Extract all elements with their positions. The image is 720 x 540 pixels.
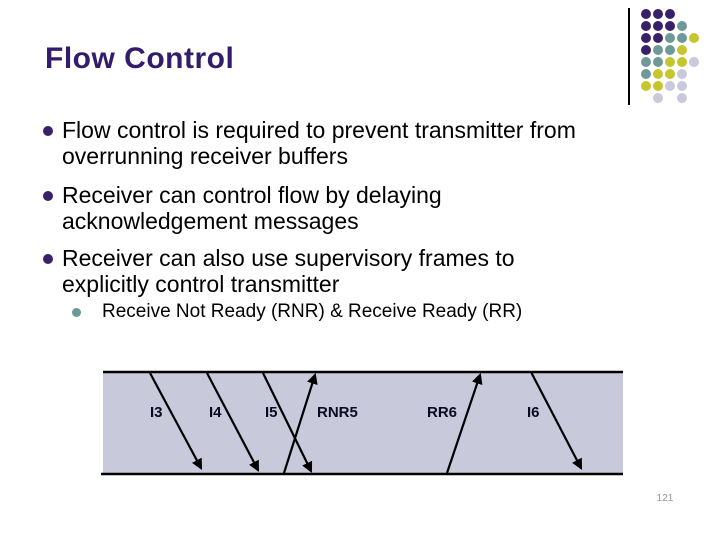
bullet-line: overrunning receiver buffers xyxy=(62,143,348,169)
page-title: Flow Control xyxy=(45,42,235,75)
bullet-text: Flow control is required to prevent tran… xyxy=(62,117,576,169)
logo-dot xyxy=(653,9,663,19)
logo-dot xyxy=(641,57,651,67)
frame-arrow-i5 xyxy=(262,372,313,473)
logo-dot xyxy=(653,81,663,91)
bullet-item: Receiver can also use supervisory frames… xyxy=(43,245,515,297)
logo-dot xyxy=(653,21,663,31)
bullet-item: Flow control is required to prevent tran… xyxy=(43,117,576,169)
dots-logo xyxy=(641,9,703,107)
page-number: 121 xyxy=(656,493,674,504)
logo-dot xyxy=(641,81,651,91)
logo-dot xyxy=(653,57,663,67)
sub-bullet-item: Receive Not Ready (RNR) & Receive Ready … xyxy=(72,301,522,323)
frame-label-rr6: RR6 xyxy=(427,404,458,421)
frame-arrow-rnr5 xyxy=(282,372,318,474)
logo-dot xyxy=(665,69,675,79)
logo-dot xyxy=(677,45,687,55)
bullet-line: Receiver can control flow by delaying xyxy=(62,182,442,208)
logo-dot xyxy=(689,57,699,67)
logo-dot xyxy=(665,57,675,67)
sub-bullet-icon xyxy=(72,308,81,317)
bullet-text: Receiver can also use supervisory frames… xyxy=(62,245,515,297)
bullet-icon xyxy=(43,254,53,264)
sub-bullet-text: Receive Not Ready (RNR) & Receive Ready … xyxy=(102,301,523,322)
bullet-icon xyxy=(43,191,53,201)
frame-label-i4: I4 xyxy=(209,404,222,421)
bullet-line: acknowledgement messages xyxy=(62,208,359,234)
logo-dot xyxy=(641,69,651,79)
frame-label-i6: I6 xyxy=(527,404,540,421)
logo-dot xyxy=(641,9,651,19)
bullet-line: Receiver can also use supervisory frames… xyxy=(62,245,515,271)
logo-dot xyxy=(677,81,687,91)
bullet-text: Receiver can control flow by delaying ac… xyxy=(62,182,442,234)
logo-dot xyxy=(653,45,663,55)
frame-label-rnr5: RNR5 xyxy=(317,404,358,421)
bullet-icon xyxy=(43,126,53,136)
logo-dot xyxy=(677,57,687,67)
logo-divider-line xyxy=(628,8,630,105)
frame-arrow-rr6 xyxy=(445,372,483,474)
logo-dot xyxy=(653,69,663,79)
logo-dot xyxy=(677,33,687,43)
logo-dot xyxy=(665,81,675,91)
logo-dot xyxy=(653,33,663,43)
logo-dot xyxy=(665,21,675,31)
logo-dot xyxy=(665,45,675,55)
frame-arrow-i4 xyxy=(206,372,260,472)
logo-dot xyxy=(665,33,675,43)
frame-label-i5: I5 xyxy=(265,404,278,421)
frame-label-i3: I3 xyxy=(150,404,163,421)
bullet-line: explicitly control transmitter xyxy=(62,271,340,297)
logo-dot xyxy=(677,69,687,79)
logo-dot xyxy=(641,21,651,31)
timeline-band xyxy=(103,371,623,475)
logo-dot xyxy=(689,33,699,43)
bullet-item: Receiver can control flow by delaying ac… xyxy=(43,182,442,234)
logo-dot xyxy=(641,45,651,55)
logo-dot xyxy=(653,93,663,103)
bullet-line: Flow control is required to prevent tran… xyxy=(62,117,576,143)
logo-dot xyxy=(641,33,651,43)
logo-dot xyxy=(677,93,687,103)
logo-dot xyxy=(677,21,687,31)
logo-dot xyxy=(665,9,675,19)
